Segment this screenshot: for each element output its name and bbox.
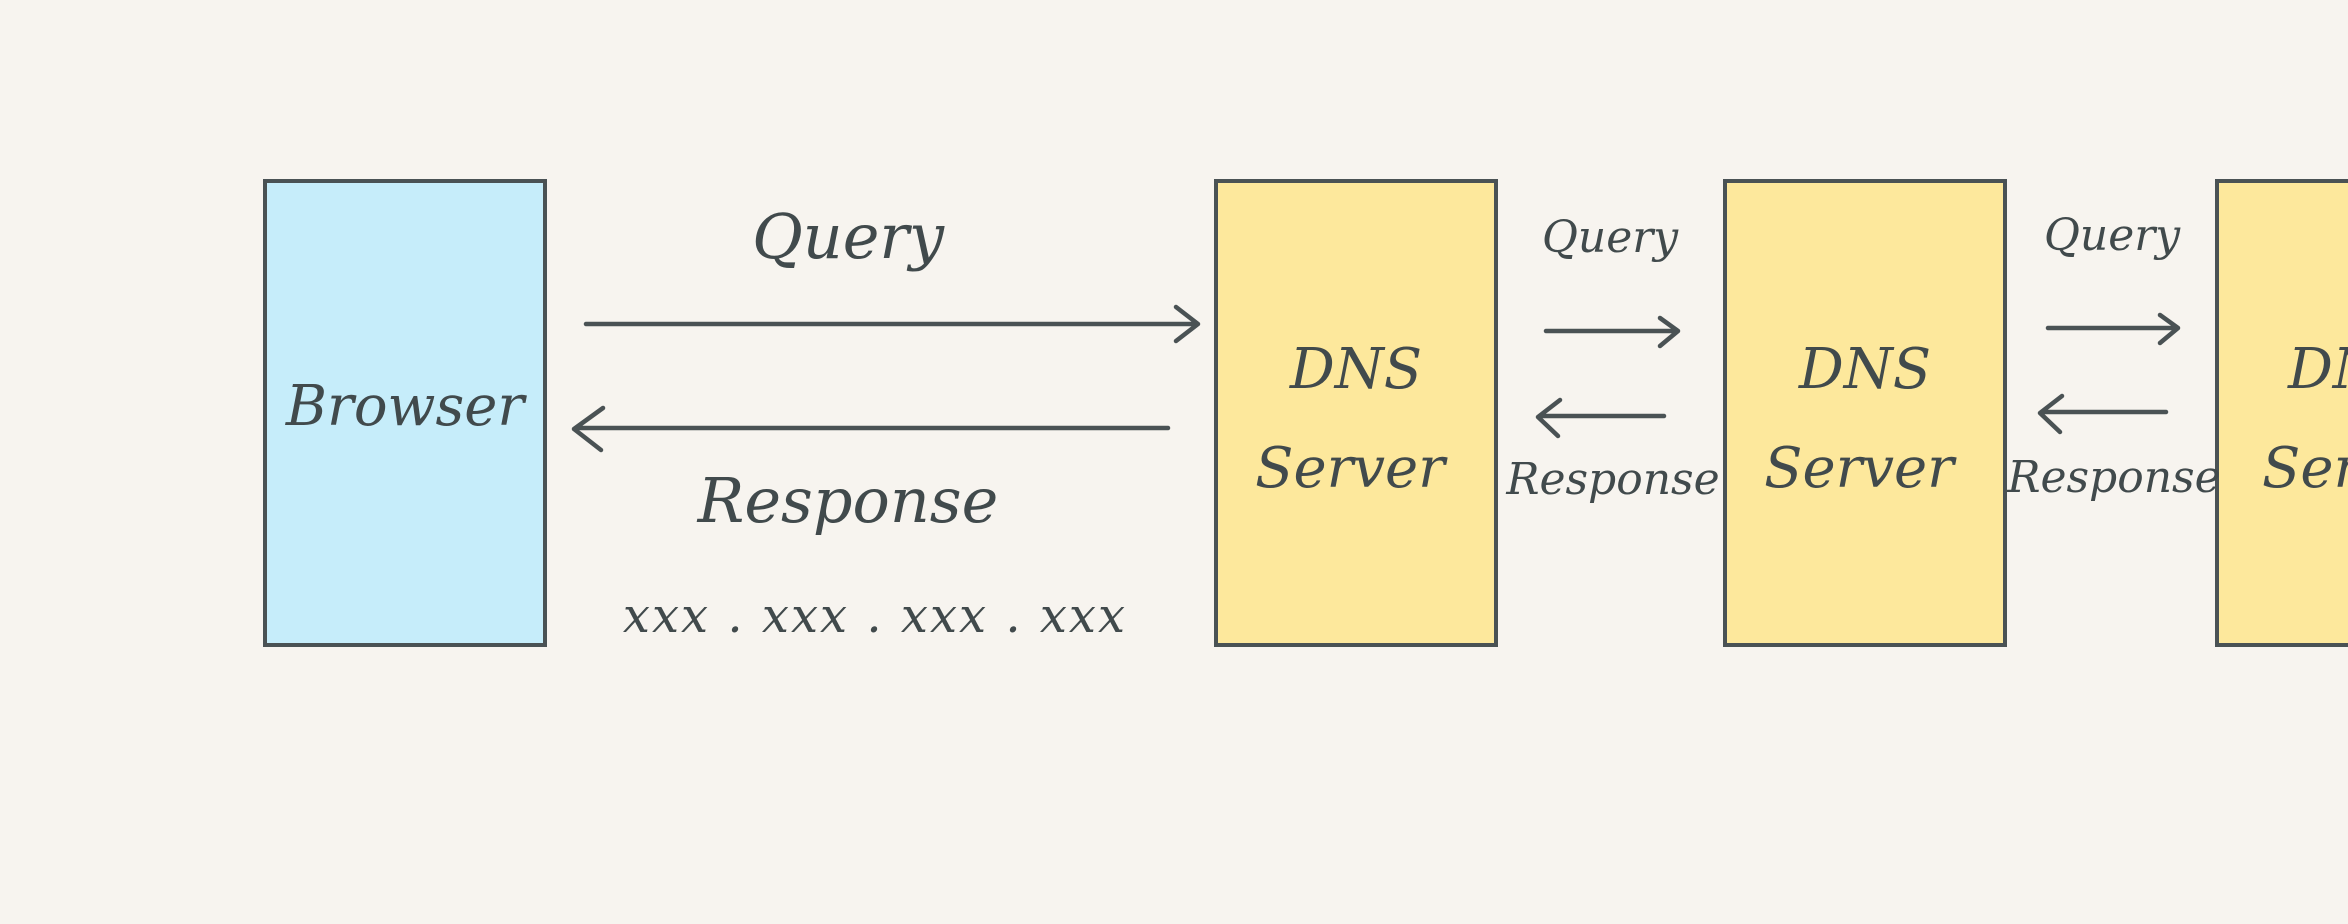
main-response-ip-value: xxx . xxx . xxx . xxx — [623, 588, 1127, 644]
dns-server-1-label-line-2: Server — [1255, 436, 1448, 501]
hop1-query-label: Query — [1542, 212, 1679, 263]
dns-server-3-label-line-2: Server — [2262, 436, 2348, 501]
main-query-arrow — [583, 304, 1201, 344]
hop1-query-arrow — [1543, 315, 1681, 349]
hop2-query-arrow — [2045, 312, 2181, 346]
dns-server-1-label-line-1: DNS — [1289, 337, 1422, 402]
dns-server-1-box — [1214, 179, 1498, 647]
main-query-label: Query — [752, 200, 945, 273]
main-response-label: Response — [697, 464, 999, 537]
dns-server-2-box — [1723, 179, 2007, 647]
dns-server-2-label-line-2: Server — [1764, 436, 1957, 501]
browser-box — [263, 179, 547, 647]
hop1-response-arrow — [1535, 397, 1667, 439]
main-response-arrow — [571, 405, 1171, 453]
hop2-query-label: Query — [2044, 210, 2181, 261]
dns-server-2-label-line-1: DNS — [1798, 337, 1931, 402]
dns-server-3-label-line-1: DNS — [2287, 337, 2348, 402]
hop2-response-arrow — [2037, 393, 2169, 435]
browser-label: Browser — [285, 374, 527, 439]
hop1-response-label: Response — [1505, 454, 1719, 505]
hop2-response-label: Response — [2006, 452, 2220, 503]
dns-server-3-box — [2215, 179, 2348, 647]
